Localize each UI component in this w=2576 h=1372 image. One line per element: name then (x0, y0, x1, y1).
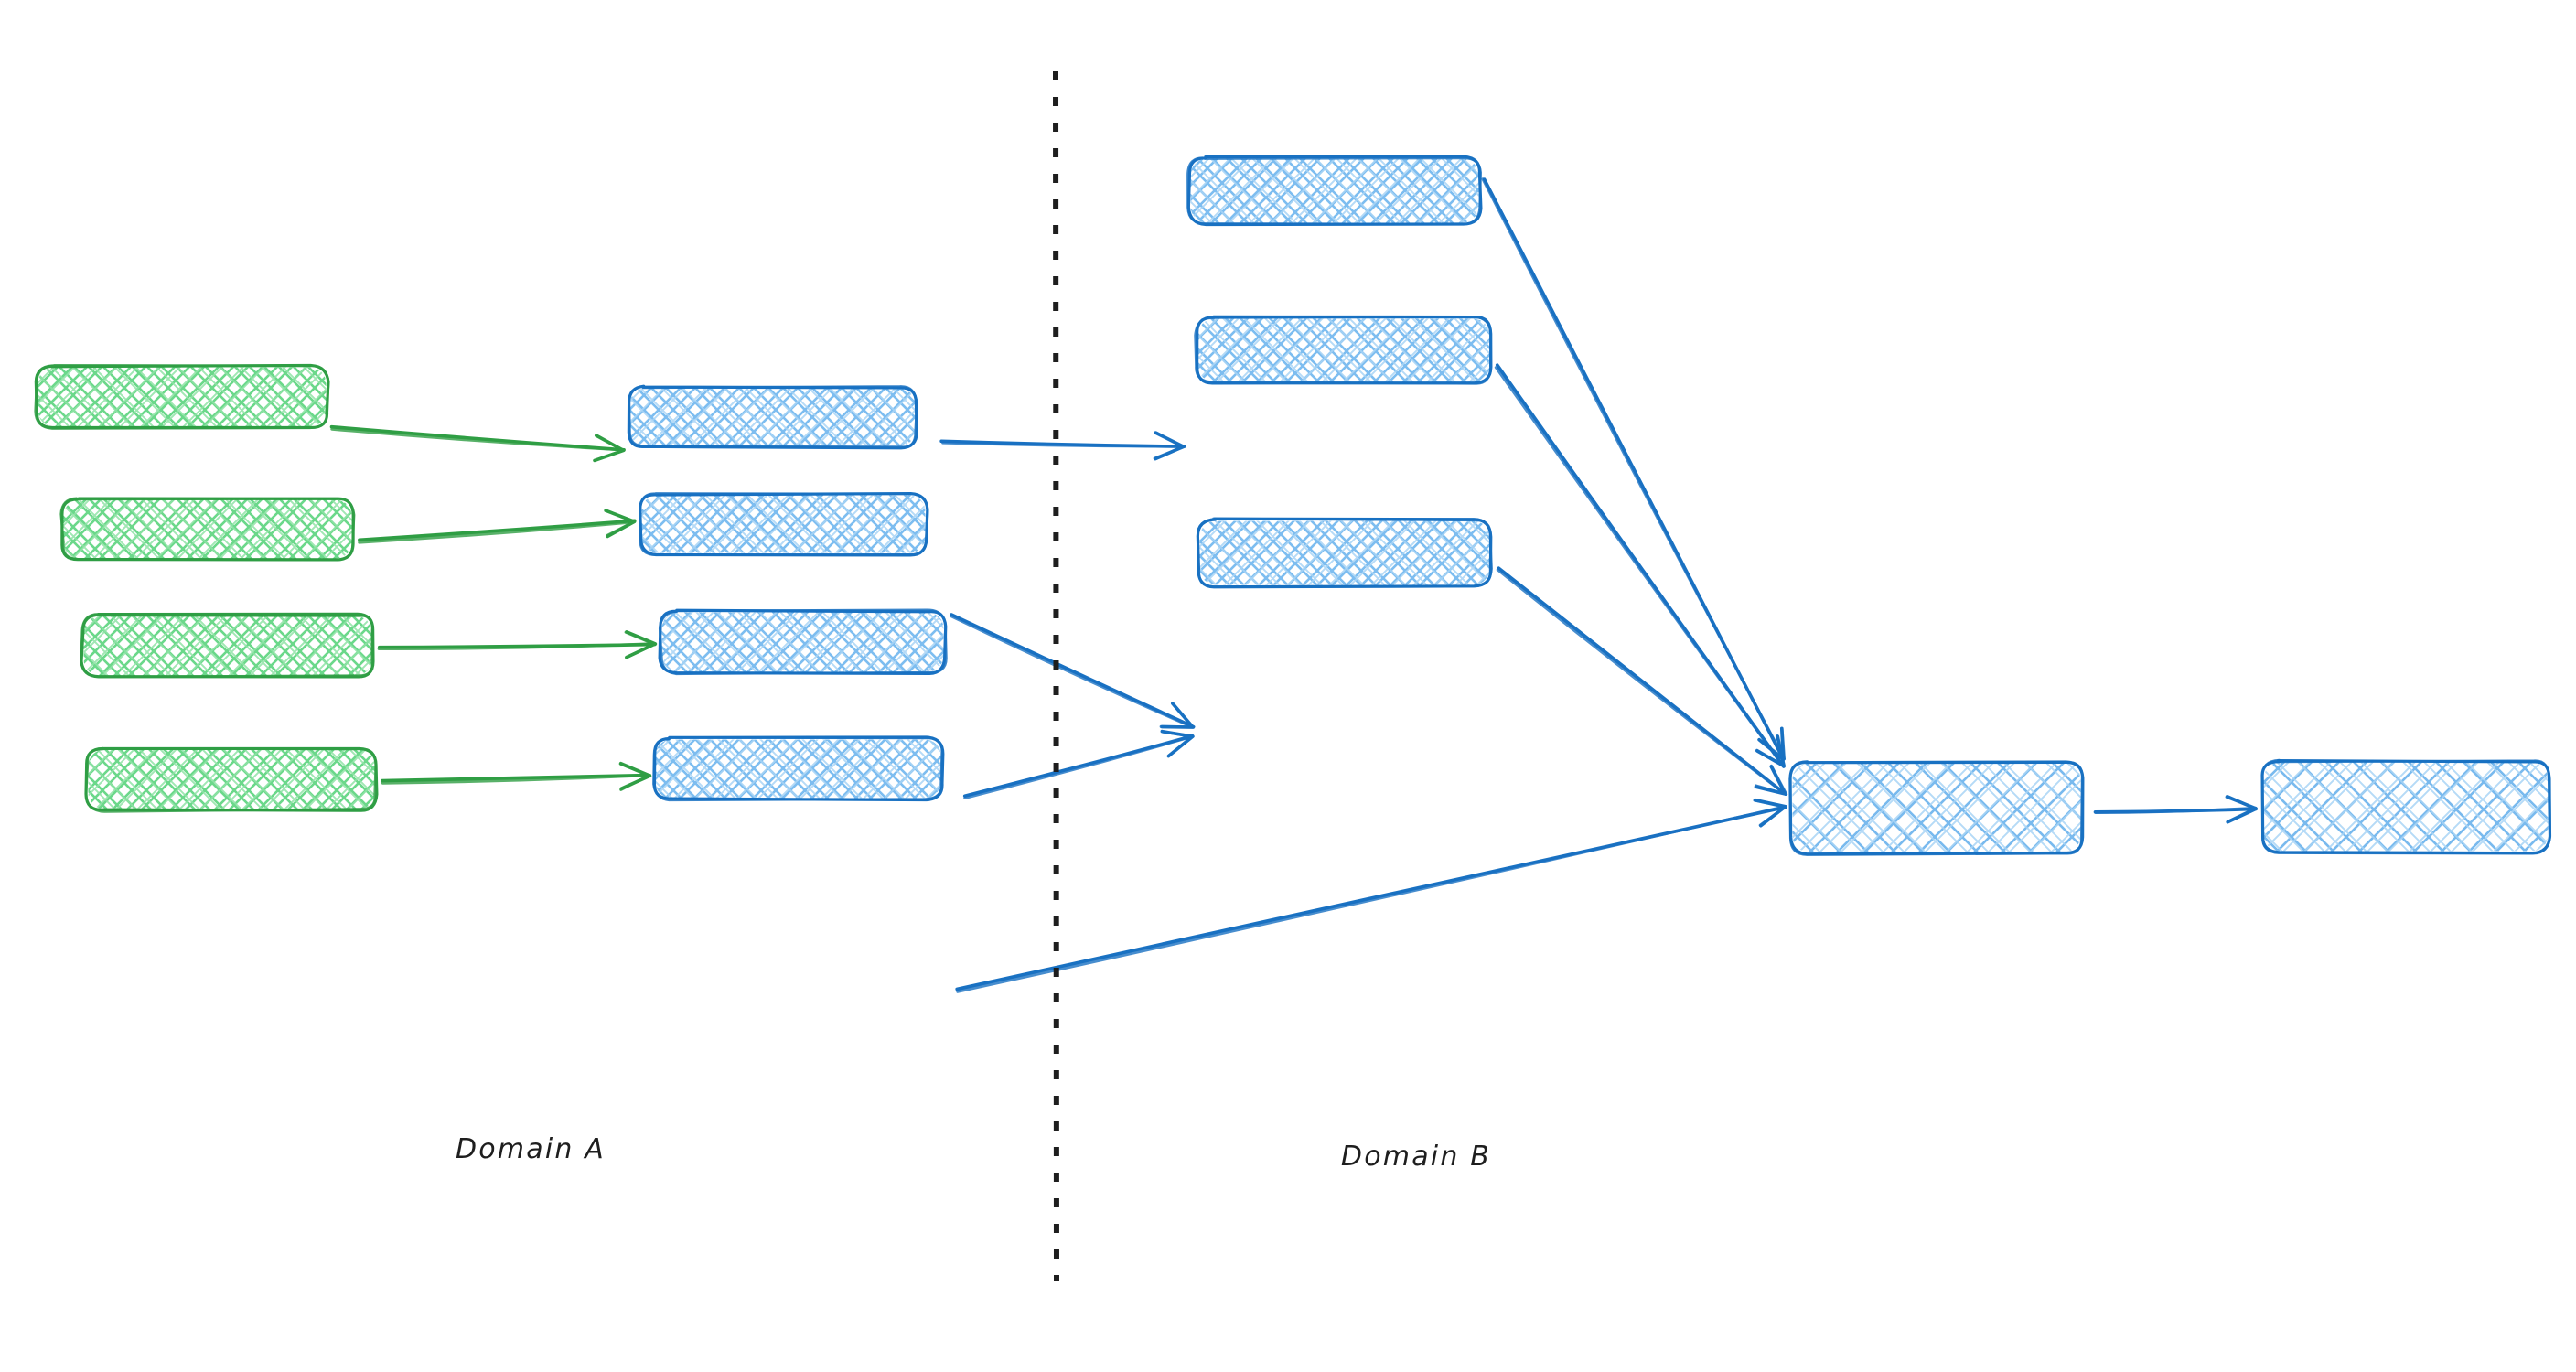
node-a-src-4[interactable] (84, 746, 379, 813)
node-outline-pass-2 (1197, 517, 1493, 588)
node-a-src-1[interactable] (34, 363, 330, 430)
edge-e3 (377, 630, 658, 659)
node-a-proc-4[interactable] (652, 735, 945, 802)
edge-arrowhead-2 (1755, 734, 1786, 768)
edge-arrowhead-2 (1161, 730, 1195, 757)
node-b-hub[interactable] (1788, 760, 2085, 856)
node-outline-pass-2 (59, 497, 356, 562)
node-fill-hatch-overlay (1199, 520, 1490, 585)
node-fill-hatch-overlay (1190, 158, 1479, 223)
node-fill-hatch-overlay (661, 612, 944, 672)
edge-arrowhead-2 (1754, 764, 1788, 796)
edge-e4 (381, 761, 652, 791)
edge-e11 (1496, 566, 1788, 796)
edge-arrowhead-2 (619, 761, 651, 791)
node-a-src-2[interactable] (59, 497, 356, 562)
edge-e2 (358, 509, 637, 544)
node-outline-pass-2 (639, 492, 929, 556)
node-outline-pass-2 (1194, 316, 1493, 385)
node-fill-hatch-overlay (63, 499, 352, 559)
node-fill-hatch-overlay (88, 749, 375, 809)
domain-b-label: Domain B (1341, 1141, 1491, 1173)
node-fill-hatch-overlay (1197, 318, 1490, 382)
node-a-proc-2[interactable] (639, 491, 929, 557)
node-outline-pass-2 (658, 608, 948, 676)
node-a-proc-3[interactable] (658, 608, 948, 676)
node-fill-hatch-overlay (1792, 763, 2081, 852)
node-a-src-3[interactable] (80, 612, 375, 679)
node-b-node-3[interactable] (1196, 517, 1493, 589)
edge-stroke-2 (941, 441, 1186, 448)
edge-arrowhead-2 (624, 630, 656, 659)
domain-divider-group (1053, 70, 1059, 1281)
edge-stroke-2 (956, 805, 1787, 993)
node-outline-pass-2 (34, 364, 330, 430)
edge-arrowhead-2 (1159, 702, 1195, 729)
edge-stroke-2 (377, 642, 657, 650)
edges-layer (329, 177, 2259, 993)
edge-stroke-2 (330, 427, 625, 452)
node-outline-pass-2 (628, 385, 918, 448)
edge-e5 (939, 431, 1186, 461)
node-outline-pass-2 (1788, 760, 2084, 856)
node-b-sink[interactable] (2260, 758, 2552, 855)
domain-labels-layer: Domain A Domain B (456, 1133, 1491, 1173)
domain-divider-line (1053, 70, 1059, 1281)
edge-stroke-2 (1481, 177, 1786, 761)
edge-arrowhead-2 (1153, 431, 1186, 460)
edge-e10 (1494, 363, 1787, 768)
edge-stroke-2 (1496, 568, 1787, 796)
node-b-node-1[interactable] (1186, 155, 1483, 227)
edge-e12 (2093, 795, 2259, 824)
edge-stroke-2 (949, 614, 1195, 729)
node-outline-pass-2 (652, 736, 943, 802)
edge-arrowhead-2 (2225, 795, 2258, 824)
node-fill-hatch-overlay (629, 388, 916, 446)
node-a-proc-1[interactable] (627, 384, 918, 450)
node-b-node-2[interactable] (1194, 315, 1493, 385)
node-fill-hatch-overlay (38, 367, 327, 427)
node-fill-hatch-overlay (641, 495, 926, 553)
edge-stroke-2 (1494, 366, 1786, 768)
node-fill-hatch-overlay (655, 739, 941, 799)
node-fill-hatch-overlay (83, 616, 372, 676)
edge-e1 (329, 424, 626, 463)
edge-stroke-2 (963, 734, 1195, 799)
nodes-layer (34, 155, 2552, 856)
edge-arrowhead-2 (593, 434, 626, 463)
node-outline-pass-2 (80, 613, 374, 679)
edge-arrowhead-2 (1753, 799, 1787, 827)
node-outline-pass-2 (2260, 758, 2551, 855)
domain-a-label: Domain A (456, 1133, 606, 1165)
node-outline-pass-2 (84, 747, 378, 813)
edge-stroke-2 (358, 520, 636, 544)
edge-stroke-1 (358, 519, 637, 542)
edge-e6 (949, 613, 1196, 729)
edge-arrowhead-2 (604, 509, 636, 537)
edge-stroke-2 (381, 774, 652, 785)
edge-e7 (962, 729, 1195, 799)
node-fill-hatch-overlay (2263, 762, 2549, 852)
edge-e8 (955, 798, 1788, 993)
edge-stroke-2 (2094, 806, 2258, 815)
node-outline-pass-2 (1186, 156, 1482, 226)
